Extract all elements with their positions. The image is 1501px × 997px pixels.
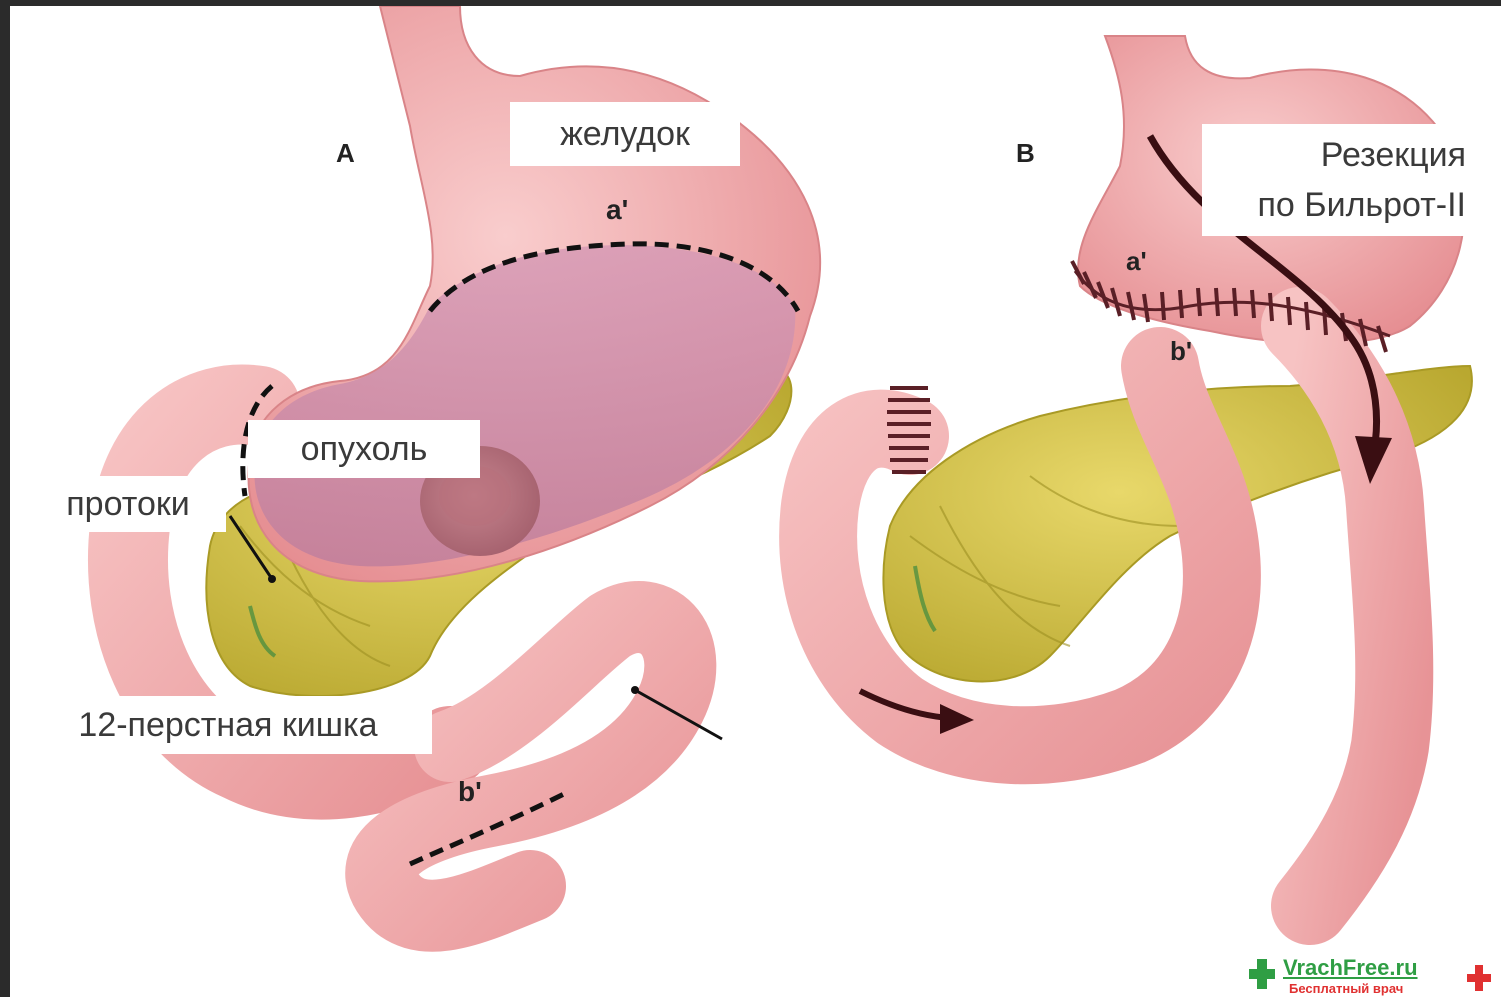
label-duodenum: 12-перстная кишка [24,696,432,754]
panel-b-letter: B [1016,138,1035,169]
watermark-tagline: Бесплатный врач [1289,981,1403,996]
label-tumor: опухоль [248,420,480,478]
watermark-site: VrachFree.ru [1283,955,1418,981]
diagram-canvas: A B желудок опухоль протоки 12-перстная … [10,6,1501,997]
billroth-title-line1: Резекция [1202,130,1466,180]
marker-b-prime-b: b' [1170,336,1192,367]
watermark-logo: VrachFree.ru Бесплатный врач [1249,955,1495,995]
billroth-title-line2: по Бильрот-II [1202,180,1466,230]
marker-a-prime-a: a' [606,194,628,226]
marker-a-prime-b: a' [1126,246,1147,277]
marker-b-prime-a: b' [458,776,482,808]
label-ducts: протоки [30,476,226,532]
label-stomach: желудок [510,102,740,166]
panel-a-letter: A [336,138,355,169]
label-billroth-title: Резекция по Бильрот-II [1202,124,1474,236]
